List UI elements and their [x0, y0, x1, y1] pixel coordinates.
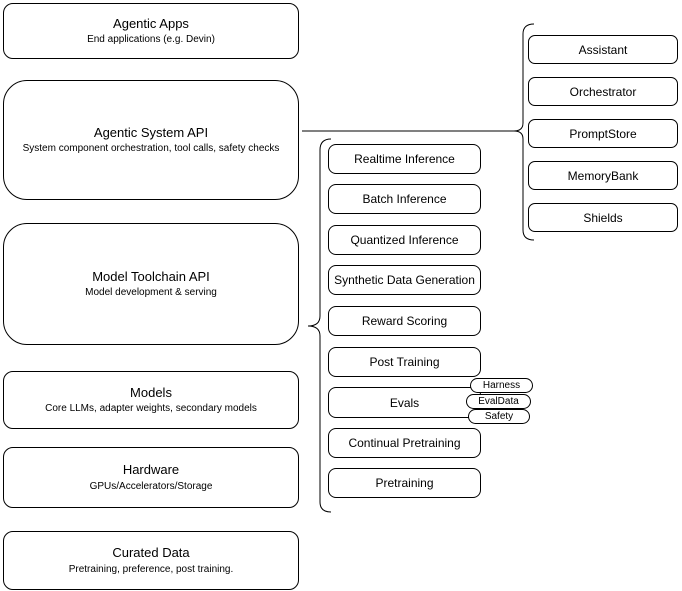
stack-box-curated-data: Curated Data Pretraining, preference, po… — [3, 531, 299, 590]
box-subtitle: Model development & serving — [85, 287, 217, 299]
box-title: Agentic System API — [93, 124, 209, 140]
toolchain-service-box-continual-pretraining: Continual Pretraining — [328, 428, 481, 458]
box-subtitle: System component orchestration, tool cal… — [22, 143, 280, 155]
stack-box-agentic-system-api: Agentic System API System component orch… — [3, 80, 299, 200]
stack-box-agentic-apps: Agentic Apps End applications (e.g. Devi… — [3, 3, 299, 59]
stack-box-models: Models Core LLMs, adapter weights, secon… — [3, 371, 299, 429]
toolchain-service-box-quantized-inference: Quantized Inference — [328, 225, 481, 255]
box-subtitle: End applications (e.g. Devin) — [87, 34, 215, 46]
system-component-box-promptstore: PromptStore — [528, 119, 678, 148]
box-subtitle: GPUs/Accelerators/Storage — [89, 480, 213, 492]
box-title: Models — [130, 384, 172, 400]
system-component-box-shields: Shields — [528, 203, 678, 232]
box-subtitle: Pretraining, preference, post training. — [68, 563, 234, 575]
eval-pill-harness: Harness — [470, 378, 533, 393]
toolchain-service-box-reward-scoring: Reward Scoring — [328, 306, 481, 336]
stack-box-model-toolchain-api: Model Toolchain API Model development & … — [3, 223, 299, 345]
system-component-box-orchestrator: Orchestrator — [528, 77, 678, 106]
box-title: Agentic Apps — [113, 15, 189, 31]
eval-pill-evaldata: EvalData — [466, 394, 531, 409]
toolchain-service-box-pretraining: Pretraining — [328, 468, 481, 498]
toolchain-service-box-post-training: Post Training — [328, 347, 481, 377]
toolchain-service-box-evals: Evals — [328, 387, 481, 418]
toolchain-service-box-batch-inference: Batch Inference — [328, 184, 481, 214]
toolchain-service-box-synthetic-data-generation: Synthetic Data Generation — [328, 265, 481, 295]
system-component-box-assistant: Assistant — [528, 35, 678, 64]
system-component-box-memorybank: MemoryBank — [528, 161, 678, 190]
toolchain-service-box-realtime-inference: Realtime Inference — [328, 144, 481, 174]
box-title: Model Toolchain API — [92, 268, 210, 284]
stack-box-hardware: Hardware GPUs/Accelerators/Storage — [3, 447, 299, 508]
box-subtitle: Core LLMs, adapter weights, secondary mo… — [45, 403, 257, 415]
eval-pill-safety: Safety — [468, 409, 530, 424]
box-title: Hardware — [122, 462, 180, 478]
box-title: Curated Data — [112, 545, 190, 561]
